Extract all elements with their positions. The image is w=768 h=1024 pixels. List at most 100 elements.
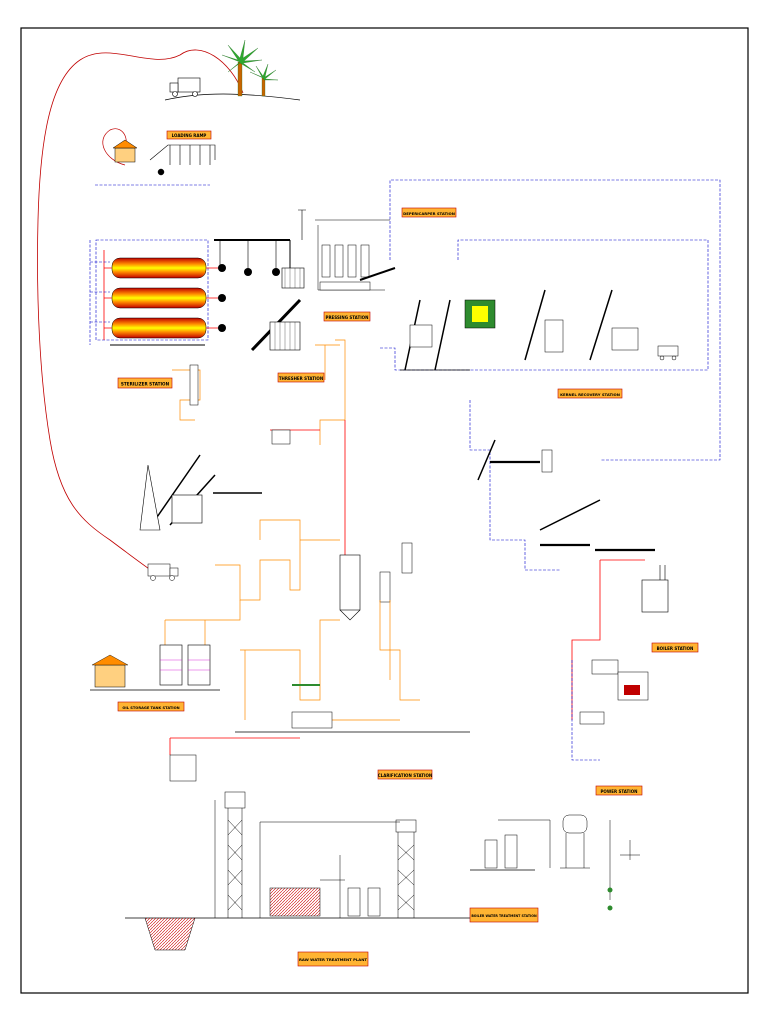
kernel-conveyor — [524, 289, 613, 361]
depericarper-label-box — [401, 207, 457, 218]
clar-red-floor — [169, 737, 300, 755]
kernel-lorry-icon — [657, 345, 679, 361]
clar-red-line — [270, 420, 346, 600]
oil-storage-tank — [187, 644, 211, 686]
kernel-recovery-label-box — [557, 388, 623, 399]
oil-tank — [401, 542, 413, 574]
pressing-orange-line — [319, 339, 346, 445]
generator — [579, 711, 605, 725]
boiler-water-label-box — [469, 907, 539, 923]
feed-water-tank — [591, 659, 619, 675]
crane-group — [214, 239, 291, 280]
clarifier-tank — [269, 887, 321, 917]
turbine — [624, 685, 640, 695]
sterilizer-group: STERILIZER STATION — [89, 239, 226, 421]
efb-group — [139, 454, 262, 581]
settling-cone — [339, 609, 361, 621]
clarification-label-box — [377, 769, 433, 780]
oil-storage-label-box — [117, 701, 185, 712]
filter-tower — [395, 819, 417, 918]
tank-stairs — [160, 659, 210, 671]
crude-oil-tank — [271, 429, 291, 445]
hill — [164, 93, 301, 101]
chemical-tank — [367, 887, 381, 917]
oil-orange-line — [164, 600, 241, 645]
fibre-cyclone — [541, 449, 553, 473]
condensate-pit — [189, 364, 199, 406]
boiler-chimney — [659, 565, 666, 580]
thresher-group: THRESHER STATION — [250, 267, 340, 383]
water-piping — [259, 821, 400, 918]
kernel-bin — [611, 327, 639, 351]
press-conveyor — [359, 267, 396, 281]
continuous-settling-tank — [339, 554, 361, 611]
power-label: POWER STATION — [601, 789, 638, 794]
pressing-label: PRESSING STATION — [326, 315, 369, 320]
feed-tank — [562, 814, 588, 834]
oil-storage-label: OIL STORAGE TANK STATION — [122, 706, 179, 710]
efb-bin — [171, 494, 203, 524]
digester — [334, 244, 344, 278]
clarification-group: CLARIFICATION STATION — [169, 420, 470, 782]
depericarper-label: DEPERICARPER STATION — [403, 211, 455, 216]
sterilizer-red-piping — [103, 250, 226, 340]
clarification-label: CLARIFICATION STATION — [378, 773, 433, 778]
fruit-lorry-icon — [169, 77, 201, 97]
efb-conveyor — [154, 454, 262, 526]
pressing-group: PRESSING STATION — [298, 209, 396, 445]
boiler-water-label: BOILER WATER TREATMENT STATION — [471, 914, 537, 918]
thresher-drum — [281, 267, 305, 289]
plantation-group — [164, 39, 301, 101]
feed-pump — [607, 887, 613, 893]
depericarper-group: DEPERICARPER STATION KERNEL RECOVERY STA… — [380, 179, 721, 461]
pressing-label-box — [323, 311, 371, 322]
oil-storage-tank — [159, 644, 183, 686]
sterilizer-vessel — [111, 257, 207, 279]
loading-roof — [91, 654, 129, 666]
thresher-mesh — [284, 268, 301, 288]
clar-orange-network — [215, 519, 420, 721]
kernel-silo — [544, 319, 564, 353]
efb-hopper — [139, 464, 161, 531]
drawing-frame — [20, 27, 749, 994]
boiler-label: BOILER STATION — [657, 646, 694, 651]
cage-wheel — [218, 294, 226, 302]
deaerator — [484, 839, 498, 869]
ripple-mill-inner — [472, 306, 488, 322]
digester — [321, 244, 331, 278]
sterilizer-label: STERILIZER STATION — [121, 382, 170, 387]
cage-wheel — [218, 264, 226, 272]
boiler-house — [641, 579, 669, 613]
sludge-tank — [291, 711, 333, 729]
boiler-label-box — [651, 642, 699, 653]
kernel-blue-line — [380, 239, 709, 371]
palm-tree-icon — [221, 39, 279, 97]
boiler-group: BOILER STATION POWER STATION — [571, 559, 699, 796]
sterilizer-vessel — [111, 287, 207, 309]
fibre-group — [469, 400, 655, 571]
feed-pump — [607, 905, 613, 911]
chemical-tank — [347, 887, 361, 917]
fibre-blue-line — [469, 400, 560, 571]
sterilizer-blue-piping — [89, 240, 110, 345]
fruit-route-line — [37, 49, 244, 576]
digester — [347, 244, 357, 278]
fibre-duct — [389, 179, 721, 461]
oil-tank — [379, 571, 391, 603]
raw-water-label-box — [297, 951, 369, 967]
crane-hook — [244, 268, 252, 276]
thresher-label-box — [277, 372, 325, 383]
feed-tank-legs — [560, 833, 590, 869]
bwt-piping — [498, 819, 611, 900]
weighbridge-icon — [112, 139, 165, 176]
raw-water-pond — [144, 917, 196, 951]
sterilizer-frame — [95, 239, 209, 341]
crane-hanger — [219, 240, 277, 268]
softener — [504, 834, 518, 869]
sludge-pit — [169, 754, 197, 782]
sterilizer-vessel — [111, 317, 207, 339]
press-cyclone — [298, 209, 306, 240]
crane-hook — [272, 268, 280, 276]
feed-pump-stand — [620, 840, 640, 860]
